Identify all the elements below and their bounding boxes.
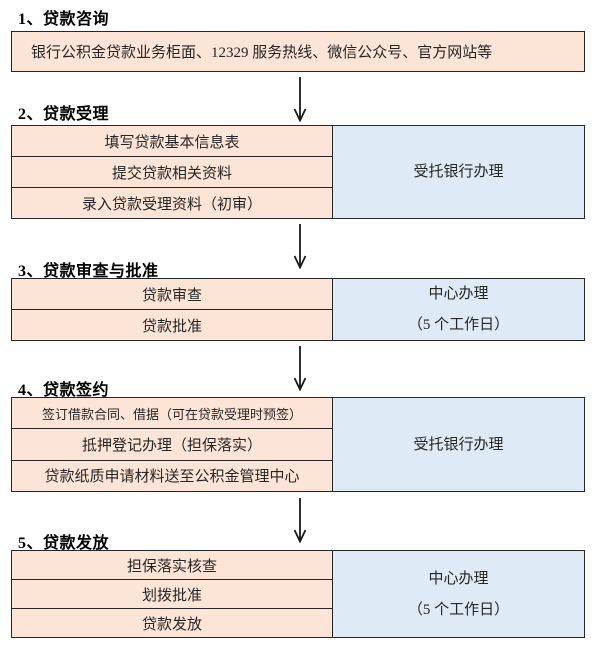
step-cell: 签订借款合同、借据（可在贷款受理时预签） (12, 398, 332, 430)
handler-duration-text: （5 个工作日） (407, 317, 510, 333)
step-cell: 填写贷款基本信息表 (12, 126, 332, 157)
handler-text: 受托银行办理 (413, 436, 504, 453)
step-cell: 抵押登记办理（担保落实） (12, 429, 332, 461)
section-title-acceptance: 2、贷款受理 (18, 106, 110, 123)
disbursement-table: 担保落实核查 划拨批准 贷款发放 中心办理 （5 个工作日） (11, 550, 585, 638)
step-cell: 录入贷款受理资料（初审） (12, 188, 332, 218)
handler-cell: 受托银行办理 (332, 126, 584, 218)
section-title-review-approval: 3、贷款审查与批准 (18, 263, 159, 280)
step-cell: 贷款审查 (12, 279, 332, 310)
step-cell: 贷款批准 (12, 310, 332, 340)
step-cell: 担保落实核查 (12, 551, 332, 580)
section-title-consultation: 1、贷款咨询 (18, 11, 110, 28)
flow-arrow-down-icon (293, 346, 307, 391)
consultation-channels-box: 银行公积金贷款业务柜面、12329 服务热线、微信公众号、官方网站等 (11, 31, 585, 72)
step-cell: 贷款发放 (12, 609, 332, 637)
flow-arrow-down-icon (293, 224, 307, 269)
flow-arrow-down-icon (293, 77, 307, 122)
handler-duration-text: （5 个工作日） (407, 601, 510, 618)
handler-text: 中心办理 (428, 570, 489, 587)
review-approval-table: 贷款审查 贷款批准 中心办理 （5 个工作日） (11, 278, 585, 341)
handler-text: 中心办理 (428, 286, 489, 302)
handler-cell: 受托银行办理 (332, 398, 584, 491)
consultation-channels-text: 银行公积金贷款业务柜面、12329 服务热线、微信公众号、官方网站等 (31, 45, 493, 61)
handler-cell: 中心办理 （5 个工作日） (332, 279, 584, 340)
handler-text: 受托银行办理 (413, 164, 504, 180)
signing-table: 签订借款合同、借据（可在贷款受理时预签） 抵押登记办理（担保落实） 贷款纸质申请… (11, 397, 585, 492)
acceptance-table: 填写贷款基本信息表 提交贷款相关资料 录入贷款受理资料（初审） 受托银行办理 (11, 125, 585, 219)
section-title-signing: 4、贷款签约 (18, 382, 110, 399)
handler-cell: 中心办理 （5 个工作日） (332, 551, 584, 637)
step-cell: 划拨批准 (12, 580, 332, 609)
review-steps-column: 贷款审查 贷款批准 (12, 279, 332, 340)
step-cell: 贷款纸质申请材料送至公积金管理中心 (12, 460, 332, 491)
section-title-disbursement: 5、贷款发放 (18, 535, 110, 552)
step-cell: 提交贷款相关资料 (12, 157, 332, 188)
acceptance-steps-column: 填写贷款基本信息表 提交贷款相关资料 录入贷款受理资料（初审） (12, 126, 332, 218)
signing-steps-column: 签订借款合同、借据（可在贷款受理时预签） 抵押登记办理（担保落实） 贷款纸质申请… (12, 398, 332, 491)
disbursement-steps-column: 担保落实核查 划拨批准 贷款发放 (12, 551, 332, 637)
flow-arrow-down-icon (293, 498, 307, 543)
